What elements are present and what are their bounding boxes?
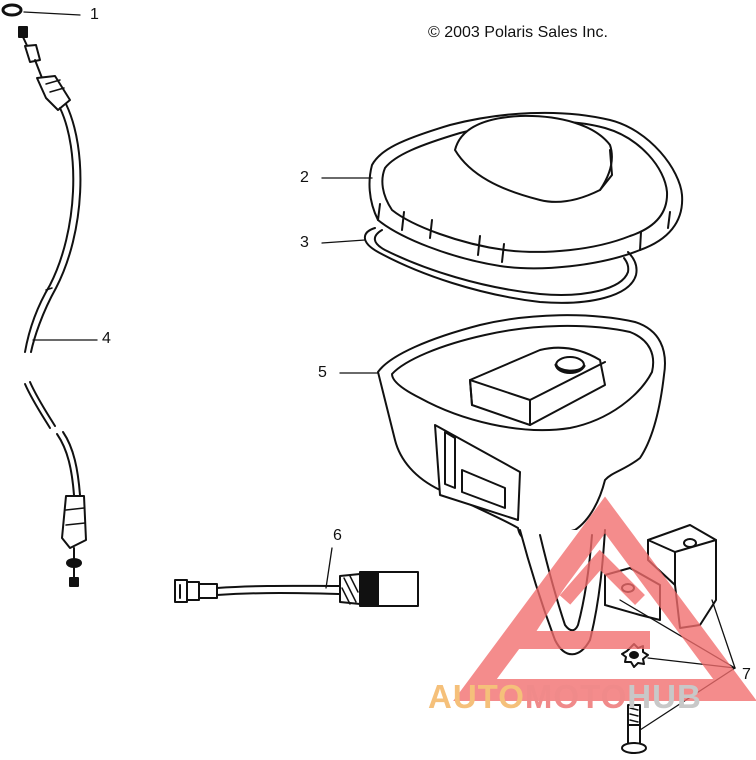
gasket-part-3 [363,227,638,304]
watermark-part-hub: HUB [627,678,702,715]
o-ring-part-1 [1,3,23,17]
callout-6: 6 [333,527,342,544]
leader-line-3 [321,239,366,244]
housing-cover-part-2 [368,111,684,270]
callout-4: 4 [102,330,111,347]
leader-line-1 [23,11,81,16]
screw-part-7 [621,704,647,754]
callout-3: 3 [300,234,309,251]
watermark-triangle-logo [453,496,756,701]
leader-line-6 [325,547,333,589]
copyright-notice: © 2003 Polaris Sales Inc. [428,24,608,41]
watermark-part-moto: MOTO [524,678,628,715]
callout-5: 5 [318,364,327,381]
wire-harness-part-6 [174,571,419,607]
housing-base-part-5 [377,314,666,656]
watermark-text: AUTOMOTOHUB [428,678,702,716]
callout-1: 1 [90,6,99,23]
watermark-part-auto: AUTO [428,678,525,715]
callout-2: 2 [300,169,309,186]
callout-7: 7 [742,666,751,683]
throttle-cable-part-4 [18,26,87,587]
